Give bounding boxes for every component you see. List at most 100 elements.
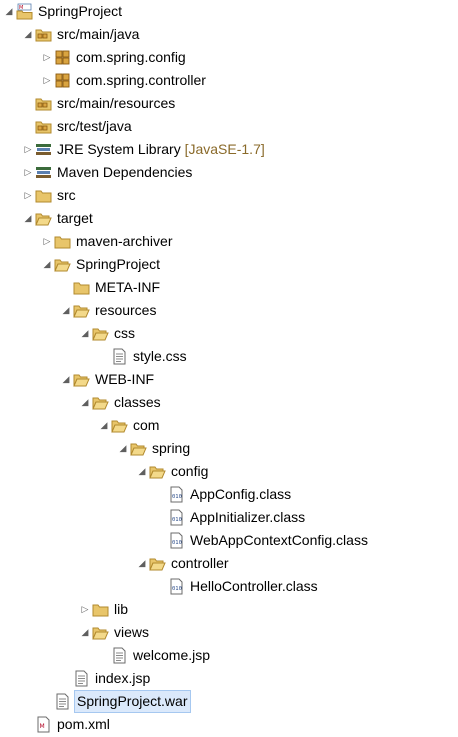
tree-item-label: Maven Dependencies [57, 164, 193, 180]
tree-item[interactable]: ◢ classes [0, 391, 458, 414]
tree-item[interactable]: 010 HelloController.class [0, 575, 458, 598]
expanded-arrow-icon[interactable]: ◢ [24, 29, 32, 39]
tree-item[interactable]: ◢ views [0, 621, 458, 644]
tree-item-label: AppInitializer.class [190, 509, 306, 525]
tree-item[interactable]: ◢ src/main/java [0, 23, 458, 46]
tree-item[interactable]: ▷ com.spring.config [0, 46, 458, 69]
tree-item[interactable]: ◢ com [0, 414, 458, 437]
expanded-arrow-icon[interactable]: ◢ [81, 328, 89, 338]
tree-item[interactable]: ◢target [0, 207, 458, 230]
tree-item[interactable]: META-INF [0, 276, 458, 299]
tree-item[interactable]: ◢ config [0, 460, 458, 483]
folder-open-icon [92, 325, 109, 342]
tree-item[interactable]: ◢ css [0, 322, 458, 345]
tree-item-label: com.spring.config [76, 49, 186, 65]
svg-text:010: 010 [172, 540, 182, 546]
tree-item-label: index.jsp [95, 670, 151, 686]
package-icon [54, 72, 71, 89]
folder-open-icon [130, 440, 147, 457]
tree-item[interactable]: SpringProject.war [0, 690, 458, 713]
collapsed-arrow-icon[interactable]: ▷ [81, 604, 89, 614]
expanded-arrow-icon[interactable]: ◢ [100, 420, 108, 430]
tree-item-label: SpringProject [38, 3, 123, 19]
tree-item[interactable]: ◢ spring [0, 437, 458, 460]
tree-item[interactable]: welcome.jsp [0, 644, 458, 667]
tree-item-label: WEB-INF [95, 371, 155, 387]
svg-text:M: M [19, 5, 23, 11]
tree-item-label: classes [114, 394, 161, 410]
tree-item[interactable]: 010 AppConfig.class [0, 483, 458, 506]
collapsed-arrow-icon[interactable]: ▷ [24, 167, 32, 177]
tree-item[interactable]: ▷ src [0, 184, 458, 207]
package-icon [54, 49, 71, 66]
tree-item-label: src/test/java [57, 118, 132, 134]
expanded-arrow-icon[interactable]: ◢ [81, 627, 89, 637]
collapsed-arrow-icon[interactable]: ▷ [24, 190, 32, 200]
tree-item-label: config [171, 463, 209, 479]
tree-item[interactable]: 010 AppInitializer.class [0, 506, 458, 529]
collapsed-arrow-icon[interactable]: ▷ [43, 52, 51, 62]
expanded-arrow-icon[interactable]: ◢ [62, 374, 70, 384]
expanded-arrow-icon[interactable]: ◢ [62, 305, 70, 315]
svg-text:010: 010 [172, 517, 182, 523]
folder-open-icon [73, 302, 90, 319]
folder-open-icon [111, 417, 128, 434]
tree-item-label: css [114, 325, 135, 341]
tree-item-label: JRE System Library [JavaSE-1.7] [57, 141, 265, 157]
expanded-arrow-icon[interactable]: ◢ [24, 213, 32, 223]
tree-item-label: src [57, 187, 76, 203]
text-file-icon [111, 647, 128, 664]
folder-open-icon [35, 210, 52, 227]
tree-item-label: src/main/java [57, 26, 140, 42]
svg-text:010: 010 [172, 494, 182, 500]
expanded-arrow-icon[interactable]: ◢ [5, 6, 13, 16]
collapsed-arrow-icon[interactable]: ▷ [24, 144, 32, 154]
class-file-icon: 010 [168, 486, 185, 503]
tree-item-label: WebAppContextConfig.class [190, 532, 368, 548]
tree-item[interactable]: index.jsp [0, 667, 458, 690]
tree-item-suffix: [JavaSE-1.7] [180, 141, 265, 157]
expanded-arrow-icon[interactable]: ◢ [43, 259, 51, 269]
tree-item[interactable]: ◢ M SpringProject [0, 0, 458, 23]
tree-item[interactable]: ▷com.spring.controller [0, 69, 458, 92]
tree-item[interactable]: src/main/resources [0, 92, 458, 115]
expanded-arrow-icon[interactable]: ◢ [81, 397, 89, 407]
class-file-icon: 010 [168, 578, 185, 595]
tree-item[interactable]: ◢ SpringProject [0, 253, 458, 276]
tree-item[interactable]: ◢ controller [0, 552, 458, 575]
tree-item[interactable]: style.css [0, 345, 458, 368]
tree-item-label: com [133, 417, 160, 433]
source-folder-icon [35, 95, 52, 112]
tree-item[interactable]: ▷lib [0, 598, 458, 621]
tree-item[interactable]: ▷ Maven Dependencies [0, 161, 458, 184]
folder-icon [92, 601, 109, 618]
tree-item-label: views [114, 624, 150, 640]
class-file-icon: 010 [168, 532, 185, 549]
folder-icon [54, 233, 71, 250]
folder-icon [35, 187, 52, 204]
expanded-arrow-icon[interactable]: ◢ [138, 466, 146, 476]
tree-item-label: HelloController.class [190, 578, 318, 594]
tree-item[interactable]: ▷ JRE System Library [JavaSE-1.7] [0, 138, 458, 161]
class-file-icon: 010 [168, 509, 185, 526]
tree-item[interactable]: ▷maven-archiver [0, 230, 458, 253]
tree-item-label: AppConfig.class [190, 486, 292, 502]
expanded-arrow-icon[interactable]: ◢ [119, 443, 127, 453]
folder-icon [73, 279, 90, 296]
svg-text:M: M [40, 723, 45, 730]
tree-item-label: spring [152, 440, 191, 456]
tree-item-label: SpringProject [76, 256, 161, 272]
expanded-arrow-icon[interactable]: ◢ [138, 558, 146, 568]
tree-item[interactable]: src/test/java [0, 115, 458, 138]
tree-item[interactable]: ◢resources [0, 299, 458, 322]
folder-open-icon [149, 555, 166, 572]
folder-open-icon [73, 371, 90, 388]
tree-item[interactable]: 010 WebAppContextConfig.class [0, 529, 458, 552]
tree-item[interactable]: ◢ WEB-INF [0, 368, 458, 391]
collapsed-arrow-icon[interactable]: ▷ [43, 236, 51, 246]
tree-item-label: src/main/resources [57, 95, 176, 111]
tree-item-label: controller [171, 555, 229, 571]
collapsed-arrow-icon[interactable]: ▷ [43, 75, 51, 85]
